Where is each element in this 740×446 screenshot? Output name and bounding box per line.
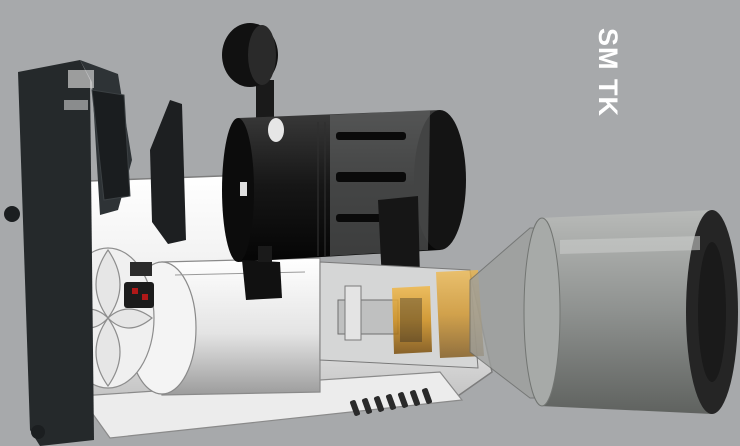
drum-rods xyxy=(336,132,406,222)
diagram-label: SM TK xyxy=(593,28,623,117)
side-frame xyxy=(18,60,94,446)
vent-slots xyxy=(350,388,432,416)
foot-knob xyxy=(31,425,45,439)
drum-left-cap xyxy=(222,118,254,262)
amber-piston xyxy=(392,286,432,354)
control-panel xyxy=(150,100,186,244)
drum-ribs xyxy=(317,122,326,256)
logo-badge xyxy=(268,118,284,142)
bean-hopper xyxy=(540,210,712,414)
lower-knob xyxy=(242,260,282,300)
drum-bracket xyxy=(378,196,420,282)
power-switch xyxy=(124,282,154,308)
mount-knob xyxy=(4,206,20,222)
connector-block xyxy=(130,262,152,276)
